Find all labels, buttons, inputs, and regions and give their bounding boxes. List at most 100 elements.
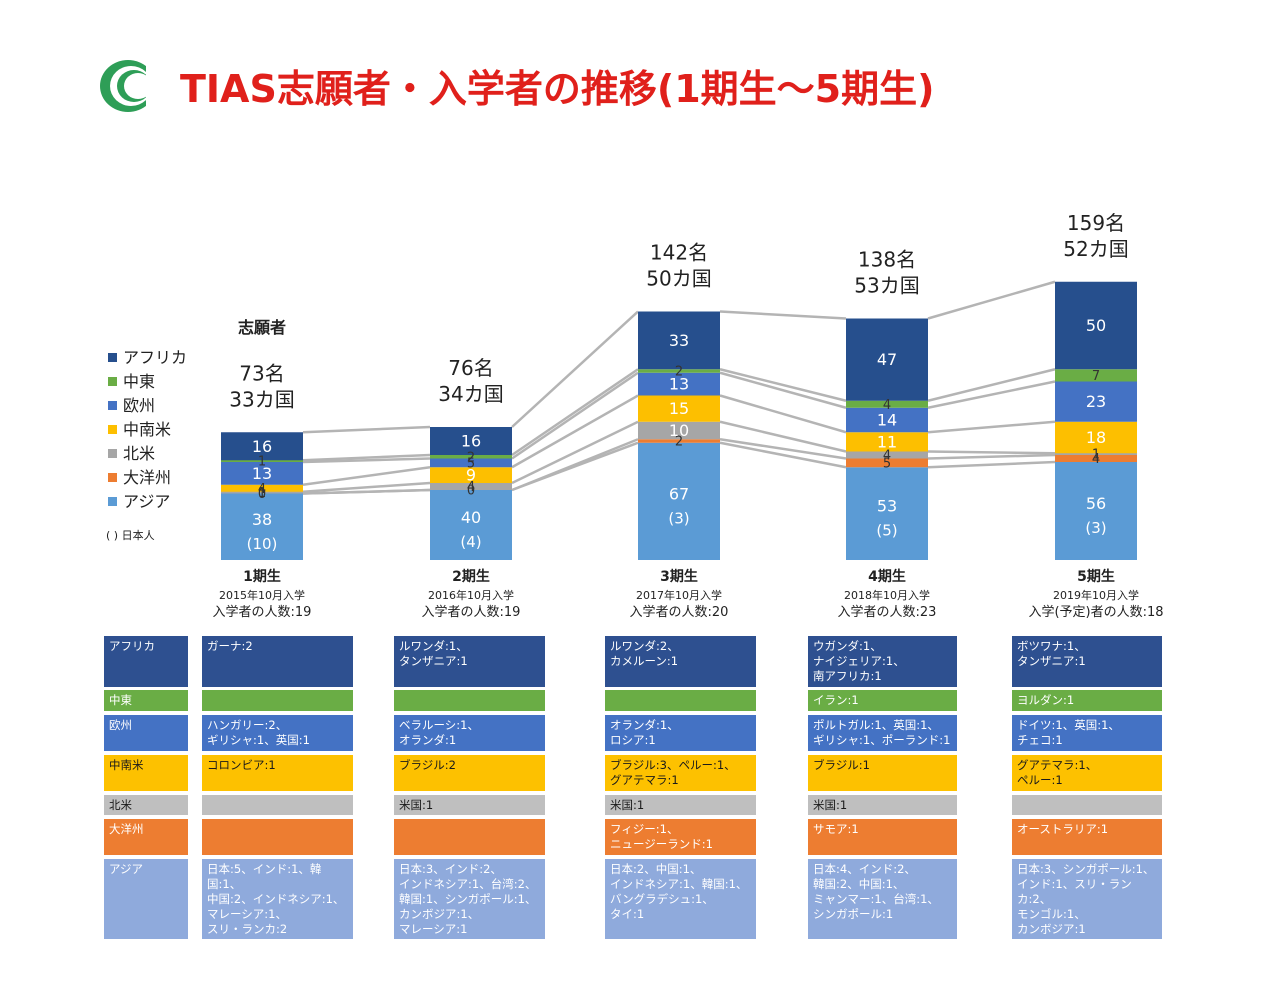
connector-line xyxy=(927,380,1056,409)
bar-segment xyxy=(1055,421,1137,454)
bar-segment xyxy=(846,432,928,452)
japanese-count-label: (3) xyxy=(1085,519,1106,537)
table-cell: ドイツ:1、英国:1、 チェコ:1 xyxy=(1012,715,1162,751)
bar-segment xyxy=(638,369,720,373)
bar-segment xyxy=(221,462,303,485)
data-label: 2 xyxy=(675,365,683,380)
legend-label: 北米 xyxy=(123,444,155,463)
connector-line xyxy=(927,280,1056,320)
data-label: 23 xyxy=(1086,392,1106,411)
legend-swatch xyxy=(108,353,117,362)
connector-line xyxy=(302,457,431,464)
legend-label: 中東 xyxy=(123,372,155,391)
connector-line xyxy=(719,368,847,402)
total-countries-label: 53カ国 xyxy=(854,274,919,298)
connector-line xyxy=(302,488,431,495)
table-cell xyxy=(394,690,545,711)
enrolled-count-label: 入学者の人数:19 xyxy=(422,604,521,620)
enrolled-count-label: 入学者の人数:20 xyxy=(630,604,729,620)
connector-line xyxy=(719,438,847,460)
data-label: 4 xyxy=(467,480,475,495)
table-row-label: 中南米 xyxy=(104,755,188,791)
data-label: 15 xyxy=(669,399,689,418)
bar-segment xyxy=(430,490,512,560)
bar-segment xyxy=(221,459,303,462)
data-label: 16 xyxy=(461,432,481,451)
table-cell: 日本:3、シンガポール:1、 インド:1、スリ・ランカ:2、 モンゴル:1、 カ… xyxy=(1012,859,1162,939)
table-cell: 米国:1 xyxy=(394,795,545,815)
total-applicants-label: 159名 xyxy=(1067,211,1125,235)
table-cell: 日本:3、インド:2、 インドネシア:1、台湾:2、 韓国:1、シンガポール:1… xyxy=(394,859,545,939)
enrolled-count-label: 入学者の人数:19 xyxy=(213,604,312,620)
data-label: 18 xyxy=(1086,428,1106,447)
data-label: 4 xyxy=(883,398,891,413)
table-cell: ヨルダン:1 xyxy=(1012,690,1162,711)
bar-segment xyxy=(638,421,720,440)
data-label: 1 xyxy=(258,455,266,470)
data-label: 1 xyxy=(1092,448,1100,463)
table-cell: ウガンダ:1、 ナイジェリア:1、 南アフリカ:1 xyxy=(808,636,957,687)
total-applicants-label: 73名 xyxy=(239,361,284,385)
table-cell: ボツワナ:1、 タンザニア:1 xyxy=(1012,636,1162,687)
connector-line xyxy=(927,368,1056,402)
connector-line xyxy=(511,420,639,485)
legend-swatch xyxy=(108,449,117,458)
bar-segment xyxy=(221,493,303,560)
connector-line xyxy=(927,460,1056,469)
table-cell: 米国:1 xyxy=(605,795,756,815)
entry-date-label: 2019年10月入学 xyxy=(1053,588,1139,602)
data-label: 4 xyxy=(1092,452,1100,467)
total-applicants-label: 142名 xyxy=(650,241,708,265)
legend-swatch xyxy=(108,377,117,386)
table-cell: ルワンダ:1、 タンザニア:1 xyxy=(394,636,545,687)
data-label: 16 xyxy=(252,437,272,456)
table-cell: 日本:4、インド:2、 韓国:2、中国:1、 ミャンマー:1、台湾:1、 シンガ… xyxy=(808,859,957,939)
table-cell: イラン:1 xyxy=(808,690,957,711)
table-cell: 日本:2、中国:1、 インドネシア:1、韓国:1、 バングラデシュ:1、 タイ:… xyxy=(605,859,756,939)
enrolled-count-label: 入学者の人数:23 xyxy=(838,604,937,620)
bar-segment xyxy=(1055,381,1137,422)
bar-segment xyxy=(221,484,303,492)
data-label: 1 xyxy=(258,486,266,501)
data-label: 13 xyxy=(669,375,689,394)
legend-label: アジア xyxy=(123,492,170,511)
bar-segment xyxy=(638,372,720,396)
table-cell: ブラジル:3、ペルー:1、 グアテマラ:1 xyxy=(605,755,756,791)
enrolled-count-label: 入学(予定)者の人数:18 xyxy=(1028,604,1163,620)
table-cell xyxy=(202,795,353,815)
table-cell: オランダ:1、 ロシア:1 xyxy=(605,715,756,751)
data-label: 0 xyxy=(467,484,475,499)
bar-segment xyxy=(430,427,512,455)
total-countries-label: 34カ国 xyxy=(438,382,503,406)
total-applicants-label: 138名 xyxy=(858,248,916,272)
japanese-count-label: (4) xyxy=(460,533,481,551)
table-cell: ベラルーシ:1、 オランダ:1 xyxy=(394,715,545,751)
table-cell: ルワンダ:2、 カメルーン:1 xyxy=(605,636,756,687)
legend-label: 中南米 xyxy=(123,420,171,439)
bar-segment xyxy=(430,455,512,459)
connector-line xyxy=(719,394,847,434)
japanese-count-label: (10) xyxy=(247,535,278,553)
data-label: 67 xyxy=(669,484,689,503)
data-label: 11 xyxy=(877,432,897,451)
bar-segment xyxy=(1055,455,1137,462)
bar-segment xyxy=(638,311,720,370)
connector-line xyxy=(511,310,639,428)
connector-line xyxy=(927,420,1056,434)
bar-segment xyxy=(846,407,928,433)
total-countries-label: 50カ国 xyxy=(646,267,711,291)
bar-segment xyxy=(430,458,512,468)
data-label: 2 xyxy=(467,450,475,465)
table-cell xyxy=(202,819,353,855)
table-cell: ガーナ:2 xyxy=(202,636,353,687)
connector-line xyxy=(302,466,431,486)
table-cell: ブラジル:2 xyxy=(394,755,545,791)
connector-line xyxy=(302,425,431,434)
table-cell xyxy=(394,819,545,855)
bar-segment xyxy=(1055,369,1137,382)
data-label: 33 xyxy=(669,331,689,350)
bar-segment xyxy=(846,458,928,468)
bar-segment xyxy=(638,395,720,422)
connector-line xyxy=(302,481,431,493)
